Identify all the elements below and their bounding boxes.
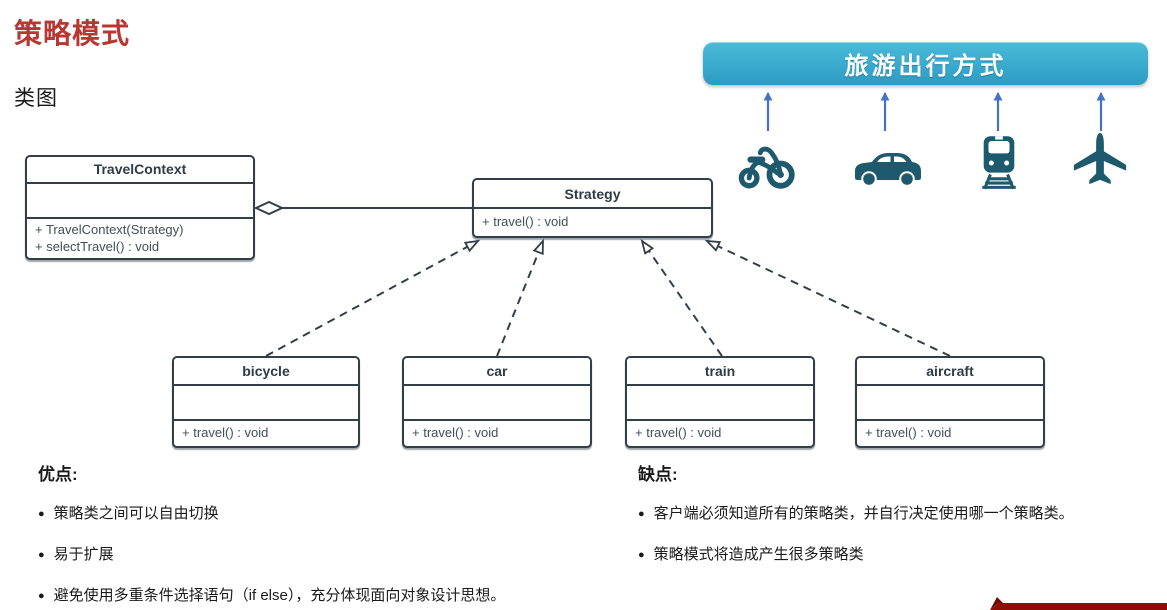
class-box-strategy: Strategy + travel() : void xyxy=(472,178,713,238)
list-item: ● 策略模式将造成产生很多策略类 xyxy=(638,543,1163,564)
list-item: ● 避免使用多重条件选择语句（if else），充分体现面向对象设计思想。 xyxy=(38,584,623,605)
class-title: car xyxy=(404,358,590,386)
banner-label: 旅游出行方式 xyxy=(844,53,1007,80)
class-method: + travel() : void xyxy=(412,425,499,441)
bullet-icon: ● xyxy=(38,508,45,520)
advantage-text: 避免使用多重条件选择语句（if else），充分体现面向对象设计思想。 xyxy=(53,587,506,604)
disadvantages-heading: 缺点: xyxy=(638,465,678,484)
disadvantage-text: 客户端必须知道所有的策略类，并自行决定使用哪一个策略类。 xyxy=(653,505,1074,522)
advantages-section: 优点: ● 策略类之间可以自由切换 ● 易于扩展 ● 避免使用多重条件选择语句（… xyxy=(38,460,623,610)
class-attributes xyxy=(627,386,813,421)
realization-line-aircraft xyxy=(704,239,951,357)
list-item: ● 客户端必须知道所有的策略类，并自行决定使用哪一个策略类。 xyxy=(638,502,1163,523)
list-item: ● 易于扩展 xyxy=(38,543,623,564)
class-box-train: train + travel() : void xyxy=(625,356,815,448)
class-methods: + travel() : void xyxy=(627,421,813,446)
class-method: + travel() : void xyxy=(482,214,569,230)
class-method: + travel() : void xyxy=(182,425,269,441)
page-title: 策略模式 xyxy=(14,18,131,49)
class-attributes xyxy=(857,386,1043,421)
class-title: Strategy xyxy=(474,180,711,209)
class-box-bicycle: bicycle + travel() : void xyxy=(172,356,360,448)
class-box-travelcontext: TravelContext + TravelContext(Strategy) … xyxy=(25,155,255,260)
realization-line-bicycle xyxy=(265,239,481,357)
class-methods: + travel() : void xyxy=(474,209,711,236)
bullet-icon: ● xyxy=(38,590,45,602)
advantage-text: 策略类之间可以自由切换 xyxy=(53,505,219,522)
aircraft-icon xyxy=(1073,132,1127,185)
travel-modes-banner: 旅游出行方式 xyxy=(703,42,1148,85)
page-subtitle: 类图 xyxy=(14,87,58,110)
class-title: TravelContext xyxy=(27,157,253,184)
class-title: aircraft xyxy=(857,358,1043,386)
class-attributes xyxy=(404,386,590,421)
class-methods: + travel() : void xyxy=(404,421,590,446)
class-methods: + travel() : void xyxy=(857,421,1043,446)
disadvantage-text: 策略模式将造成产生很多策略类 xyxy=(653,546,864,563)
corner-ribbon xyxy=(990,597,1167,610)
class-attributes xyxy=(27,184,253,219)
list-item: ● 策略类之间可以自由切换 xyxy=(38,502,623,523)
class-attributes xyxy=(174,386,358,421)
aggregation-diamond-icon xyxy=(253,200,285,216)
class-methods: + travel() : void xyxy=(174,421,358,446)
class-methods: + TravelContext(Strategy) + selectTravel… xyxy=(27,219,253,258)
bullet-icon: ● xyxy=(638,508,645,520)
bullet-icon: ● xyxy=(638,549,645,561)
realization-line-car xyxy=(496,238,544,357)
class-method: + travel() : void xyxy=(635,425,722,441)
class-box-aircraft: aircraft + travel() : void xyxy=(855,356,1045,448)
class-title: bicycle xyxy=(174,358,358,386)
disadvantages-section: 缺点: ● 客户端必须知道所有的策略类，并自行决定使用哪一个策略类。 ● 策略模… xyxy=(638,460,1163,584)
bullet-icon: ● xyxy=(38,549,45,561)
advantages-heading: 优点: xyxy=(38,465,78,484)
class-title: train xyxy=(627,358,813,386)
class-method: + TravelContext(Strategy) xyxy=(35,222,184,237)
class-method: + selectTravel() : void xyxy=(35,238,160,254)
realization-line-train xyxy=(640,238,723,357)
class-method: + travel() : void xyxy=(865,425,952,441)
car-icon xyxy=(855,153,921,187)
bicycle-icon xyxy=(738,146,795,189)
train-icon xyxy=(982,136,1016,190)
class-box-car: car + travel() : void xyxy=(402,356,592,448)
advantage-text: 易于扩展 xyxy=(53,546,114,563)
